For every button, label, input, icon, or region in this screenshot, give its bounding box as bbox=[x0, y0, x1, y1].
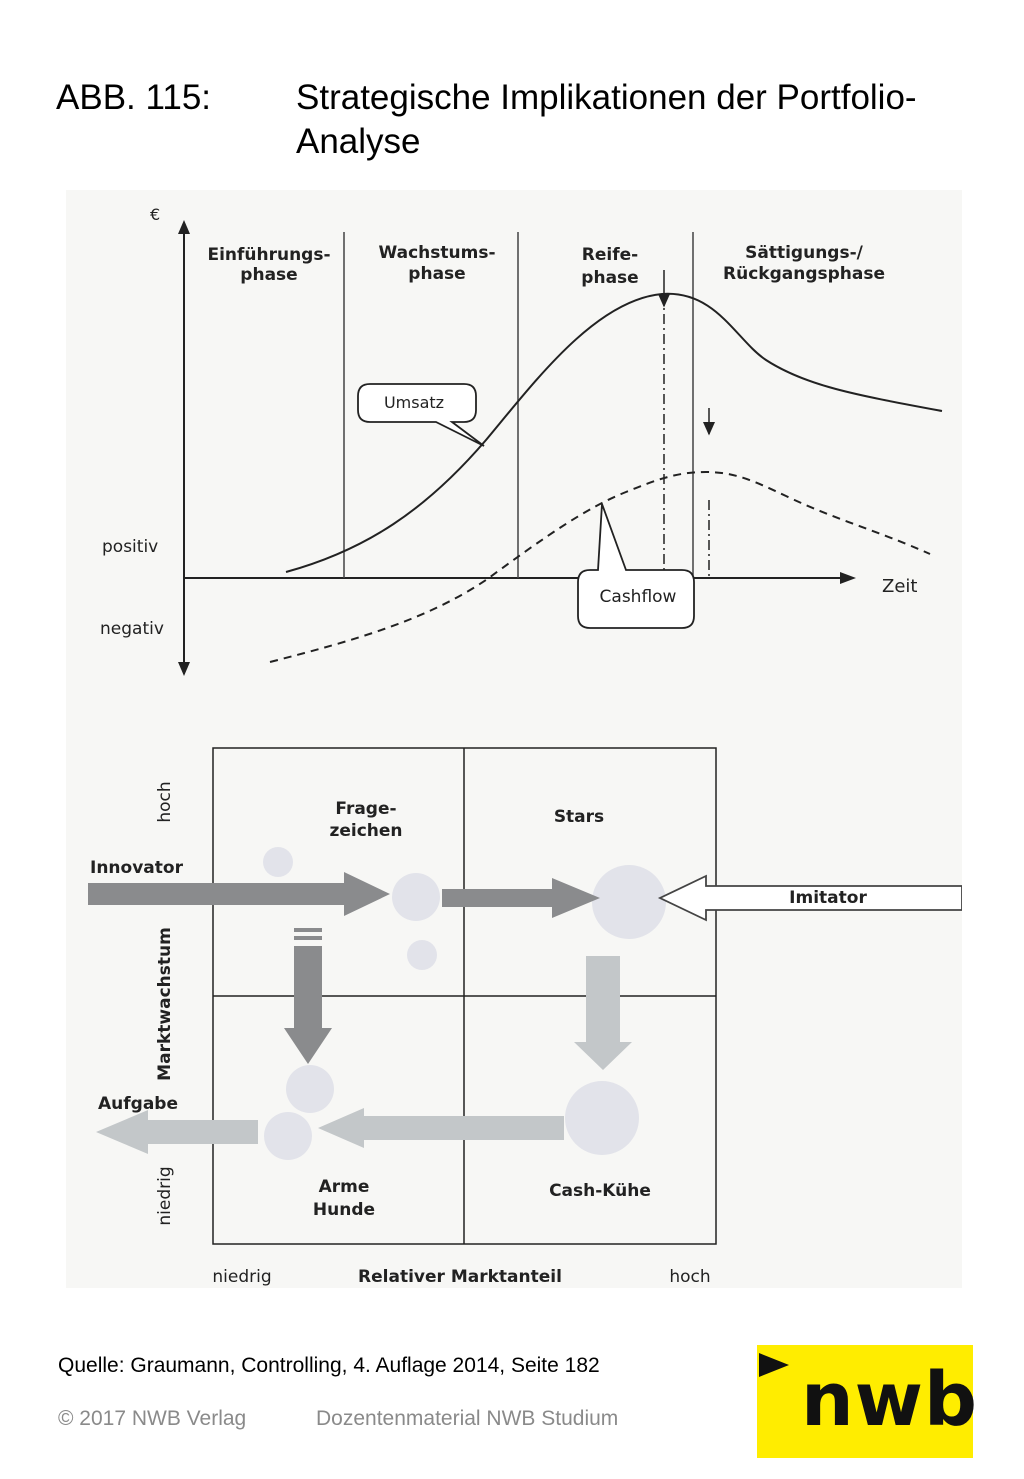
x-axis-label: Zeit bbox=[882, 576, 917, 597]
bubble-small-question-lower bbox=[407, 940, 437, 970]
figure-number: ABB. 115: bbox=[56, 78, 212, 117]
bubble-dog-lower bbox=[264, 1112, 312, 1160]
question-to-star-arrow bbox=[442, 878, 600, 918]
innovator-arrow bbox=[88, 872, 390, 916]
phase-introduction-line1: Einführungs- bbox=[207, 245, 330, 265]
phase-saturation-line2: Rückgangsphase bbox=[723, 264, 885, 284]
bubble-small-question bbox=[263, 847, 293, 877]
phase-introduction: Einführungs- phase bbox=[207, 245, 330, 285]
quadrant-poor-dogs-line1: Arme bbox=[319, 1177, 370, 1197]
lifecycle-chart: € Zeit positiv negativ Einführungs- phas… bbox=[100, 205, 943, 676]
positive-label: positiv bbox=[102, 537, 158, 557]
imitator-label: Imitator bbox=[789, 888, 867, 908]
phase-growth-line2: phase bbox=[408, 264, 465, 284]
phase-growth-line1: Wachstums- bbox=[378, 243, 495, 263]
phase-maturity-line1: Reife- bbox=[582, 245, 638, 265]
star-to-cash-cow-arrow bbox=[574, 956, 632, 1070]
phase-maturity-line2: phase bbox=[581, 268, 638, 288]
x-axis-low-label: niedrig bbox=[212, 1267, 271, 1287]
nwb-logo: nwb bbox=[757, 1345, 977, 1458]
y-axis-title: Marktwachstum bbox=[155, 927, 175, 1081]
phase-introduction-line2: phase bbox=[240, 265, 297, 285]
quadrant-poor-dogs-line2: Hunde bbox=[313, 1200, 375, 1220]
exit-label: Aufgabe bbox=[98, 1094, 178, 1114]
revenue-curve bbox=[285, 292, 943, 573]
phase-maturity: Reife- phase bbox=[581, 245, 638, 288]
innovator-label: Innovator bbox=[90, 858, 184, 878]
bubble-star bbox=[592, 865, 666, 939]
question-to-dog-arrow-stub bbox=[294, 936, 322, 940]
phase-saturation: Sättigungs-/ Rückgangsphase bbox=[723, 243, 885, 284]
logo-triangle-icon bbox=[759, 1353, 789, 1377]
x-axis-high-label: hoch bbox=[669, 1267, 710, 1287]
quadrant-question-marks-line2: zeichen bbox=[329, 821, 402, 841]
y-axis-high-label: hoch bbox=[155, 781, 175, 822]
exit-arrow bbox=[96, 1110, 258, 1154]
bubble-dog-upper bbox=[286, 1065, 334, 1113]
phase-saturation-line1: Sättigungs-/ bbox=[745, 243, 864, 263]
x-axis-arrow bbox=[840, 572, 856, 584]
x-axis-title: Relativer Marktanteil bbox=[358, 1267, 562, 1287]
revenue-callout-text: Umsatz bbox=[384, 393, 444, 412]
quadrant-question-marks-line1: Frage- bbox=[335, 799, 396, 819]
cashflow-curve bbox=[269, 470, 931, 663]
portfolio-matrix: Frage- zeichen Stars Arme Hunde Cash-Küh… bbox=[88, 747, 962, 1287]
bubble-cash-cow bbox=[565, 1081, 639, 1155]
revenue-callout-bubble bbox=[357, 383, 485, 447]
figure-title: Strategische Implikationen der Portfolio… bbox=[296, 78, 917, 161]
material-text: Dozentenmaterial NWB Studium bbox=[316, 1407, 619, 1430]
imitator-arrow bbox=[657, 874, 962, 922]
cashflow-callout: Cashflow bbox=[577, 503, 695, 629]
y-axis-down-arrow bbox=[178, 662, 190, 676]
question-to-dog-arrow bbox=[284, 946, 332, 1064]
copyright-text: © 2017 NWB Verlag bbox=[58, 1407, 247, 1430]
y-axis-up-arrow bbox=[178, 220, 190, 234]
strategy-diagram: € Zeit positiv negativ Einführungs- phas… bbox=[88, 205, 962, 1287]
negative-label: negativ bbox=[100, 619, 164, 639]
figure-panel: € Zeit positiv negativ Einführungs- phas… bbox=[66, 190, 962, 1288]
y-axis-low-label: niedrig bbox=[155, 1166, 175, 1225]
cash-cow-to-dog-arrow bbox=[318, 1108, 564, 1148]
source-citation: Quelle: Graumann, Controlling, 4. Auflag… bbox=[58, 1354, 600, 1377]
y-axis-unit: € bbox=[150, 205, 160, 224]
question-to-dog-arrow-stub bbox=[294, 928, 322, 932]
cashflow-callout-text: Cashflow bbox=[600, 587, 677, 607]
quadrant-stars: Stars bbox=[554, 807, 604, 827]
bubble-question-mark bbox=[392, 873, 440, 921]
quadrant-cash-cows: Cash-Kühe bbox=[549, 1181, 651, 1201]
logo-wordmark: nwb bbox=[801, 1357, 979, 1443]
phase-growth: Wachstums- phase bbox=[378, 243, 495, 284]
revenue-callout: Umsatz bbox=[357, 383, 485, 447]
cashflow-callout-bubble bbox=[577, 503, 695, 629]
